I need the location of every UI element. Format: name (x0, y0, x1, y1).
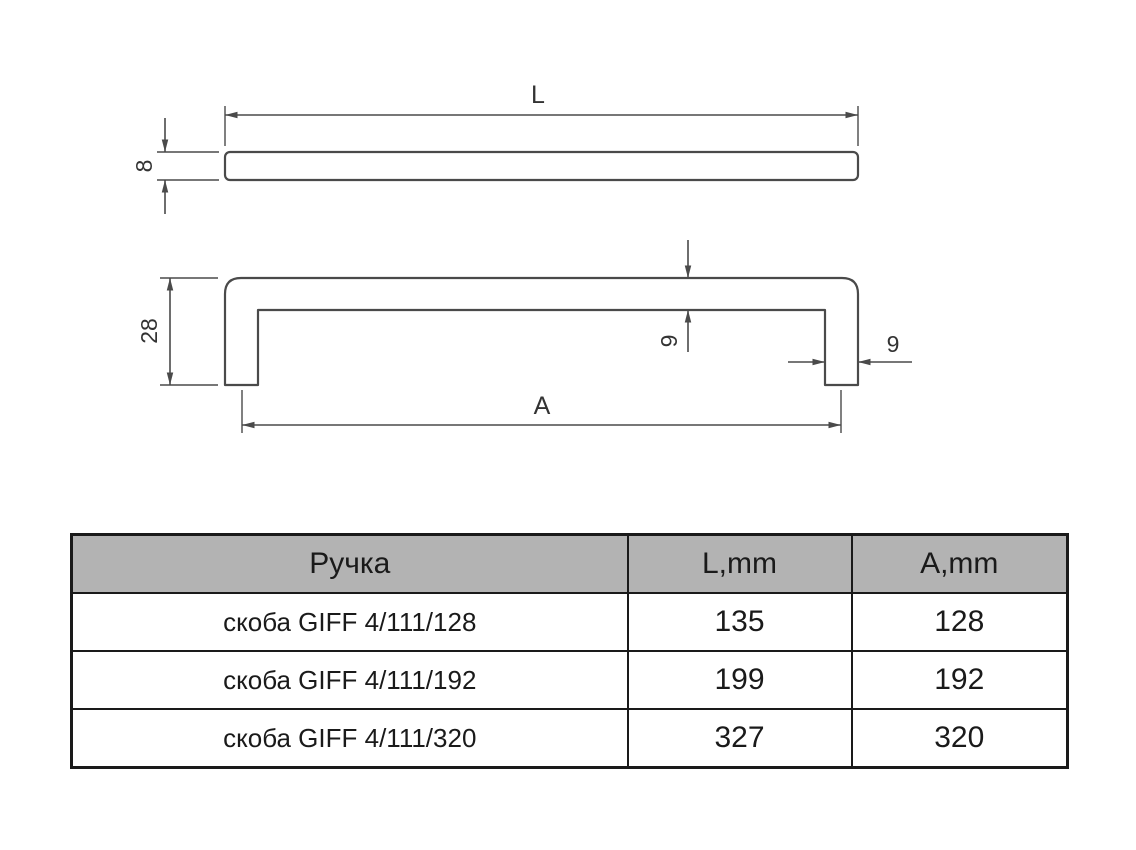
dim-label-28: 28 (136, 318, 162, 344)
l-value: 135 (626, 592, 853, 652)
table-row: скоба GIFF 4/111/320 327 320 (70, 708, 1069, 769)
a-value: 320 (850, 708, 1069, 769)
dim-label-8: 8 (131, 160, 157, 173)
table-row: скоба GIFF 4/111/128 135 128 (70, 592, 1069, 652)
l-value: 199 (626, 650, 853, 710)
table-header-row: Ручка L,mm A,mm (70, 533, 1069, 594)
header-a-mm: A,mm (850, 533, 1069, 594)
dim-label-A: A (534, 392, 551, 420)
handle-bar-top-view (223, 150, 860, 182)
dim-length-L: L (224, 81, 859, 146)
handle-name: скоба GIFF 4/111/192 (70, 650, 629, 710)
top-view: L 8 (131, 81, 860, 214)
a-value: 192 (850, 650, 1069, 710)
dim-bar-height-8: 8 (131, 118, 219, 214)
table-row: скоба GIFF 4/111/192 199 192 (70, 650, 1069, 710)
front-view: 28 9 9 A (136, 240, 912, 433)
spec-table: Ручка L,mm A,mm скоба GIFF 4/111/128 135… (70, 533, 1069, 769)
dim-handle-height-28: 28 (136, 277, 218, 386)
dim-label-L: L (531, 81, 545, 109)
handle-front-view (223, 276, 860, 387)
dim-label-9-thickness: 9 (656, 335, 682, 348)
a-value: 128 (850, 592, 1069, 652)
handle-name: скоба GIFF 4/111/320 (70, 708, 629, 769)
dim-hole-distance-A: A (241, 390, 842, 433)
handle-name: скоба GIFF 4/111/128 (70, 592, 629, 652)
dim-bar-thickness-9: 9 (656, 240, 692, 352)
header-l-mm: L,mm (626, 533, 853, 594)
dim-leg-width-9: 9 (788, 331, 912, 366)
technical-drawing: L 8 28 (131, 81, 912, 433)
dim-label-9-leg: 9 (887, 331, 900, 357)
l-value: 327 (626, 708, 853, 769)
header-handle: Ручка (70, 533, 629, 594)
